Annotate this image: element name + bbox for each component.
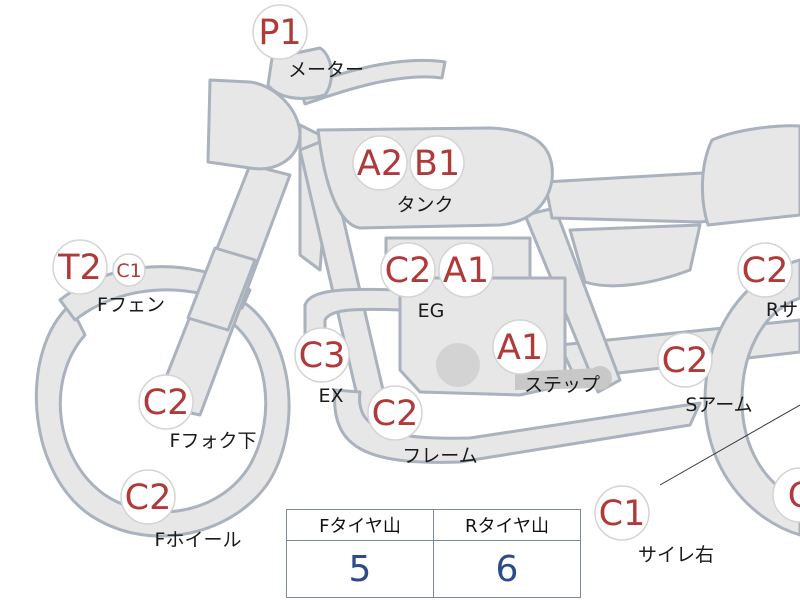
grade-badge-circle — [492, 319, 548, 375]
part-label-ex: EX — [318, 385, 343, 407]
grade-badge-circle — [52, 239, 108, 295]
rear-tread-value: 6 — [433, 540, 581, 598]
part-label-tank: タンク — [396, 194, 453, 216]
grade-badge-text: A2 — [357, 144, 403, 184]
part-label-ffork: Fフォク下 — [170, 430, 257, 452]
side-cover-shape — [568, 223, 702, 288]
grade-badge: P1 — [252, 4, 308, 60]
part-label-eg: EG — [418, 300, 445, 322]
rear-frame-shape — [523, 206, 622, 394]
grade-badge-circle — [352, 135, 408, 191]
part-label-rside: Rサ — [766, 299, 798, 321]
grade-badge-text: A1 — [443, 251, 489, 291]
grade-badge-circle — [438, 242, 494, 298]
grade-badge-text: T2 — [57, 248, 102, 288]
grade-badge-circle — [294, 327, 350, 383]
grade-badge: C2 — [657, 332, 713, 388]
grade-badge-text: A1 — [497, 328, 543, 368]
engine-cover-shape — [436, 343, 480, 387]
grade-badge-text: C2 — [385, 251, 432, 291]
grade-badge: A2 — [352, 135, 408, 191]
grade-badge: T2 — [52, 239, 108, 295]
grade-badge-text: B1 — [414, 144, 460, 184]
grade-badge-circle — [367, 385, 423, 441]
grade-badge-circle — [594, 485, 650, 541]
grade-badge-circle — [120, 469, 176, 525]
grade-badge-text: C2 — [662, 341, 709, 381]
grade-badge: C2 — [380, 242, 436, 298]
rear-tread-header: Rタイヤ山 — [433, 509, 581, 541]
grade-badge: A1 — [438, 242, 494, 298]
grade-badge-text: P1 — [258, 13, 301, 53]
tire-tread-table: Fタイヤ山 Rタイヤ山 5 6 — [286, 509, 581, 598]
grade-badges: P1A2B1T2C1C2A1C2C3A1C2C2C2C2C1C — [52, 4, 800, 541]
grade-badge: C2 — [367, 385, 423, 441]
tail-shape — [700, 124, 800, 227]
grade-badge: C — [772, 467, 800, 523]
grade-badge-text: C2 — [372, 394, 419, 434]
grade-badge-text: C1 — [599, 494, 646, 534]
grade-badge: A1 — [492, 319, 548, 375]
grade-badge: C1 — [594, 485, 650, 541]
grade-badge: C2 — [737, 242, 793, 298]
meter-shape — [266, 46, 333, 100]
part-label-meter: メーター — [288, 59, 364, 81]
grade-badge: C2 — [120, 469, 176, 525]
grade-badge: C3 — [294, 327, 350, 383]
grade-badge-text: C1 — [116, 260, 141, 282]
lower-frame-shape — [333, 388, 702, 464]
grade-badge-circle — [380, 242, 436, 298]
grade-badge-circle — [409, 135, 465, 191]
grade-badge-text: C2 — [125, 478, 172, 518]
part-label-sarm: Sアーム — [685, 394, 752, 416]
part-label-fwheel: Fホイール — [155, 529, 242, 551]
grade-badge-text: C — [788, 476, 800, 516]
part-label-sire: サイレ右 — [638, 544, 714, 566]
fork-upper-shape — [186, 246, 257, 332]
grade-badge-circle — [657, 332, 713, 388]
grade-badge: B1 — [409, 135, 465, 191]
grade-badge-circle — [737, 242, 793, 298]
grade-badge: C1 — [112, 253, 146, 287]
grade-badge-circle — [252, 4, 308, 60]
silencer-leader-line — [659, 404, 800, 486]
step-bar-shape — [515, 368, 600, 390]
part-label-step: ステップ — [524, 374, 600, 396]
part-label-ffender: Fフェン — [97, 294, 165, 316]
front-tread-header: Fタイヤ山 — [286, 509, 434, 541]
grade-badge-text: C3 — [299, 336, 346, 376]
grade-badge-text: C2 — [143, 383, 190, 423]
part-label-frame: フレーム — [402, 445, 477, 467]
grade-badge: C2 — [138, 374, 194, 430]
grade-badge-circle — [772, 467, 800, 523]
grade-badge-circle — [112, 253, 146, 287]
grade-badge-circle — [138, 374, 194, 430]
handlebar-shape — [298, 58, 447, 106]
front-tread-value: 5 — [286, 540, 434, 598]
grade-badge-text: C2 — [742, 251, 789, 291]
